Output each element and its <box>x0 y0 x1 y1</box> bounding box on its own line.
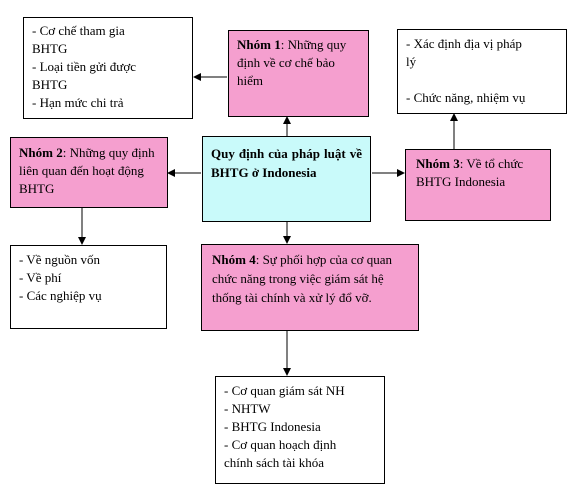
group4-detail-line: - Cơ quan giám sát NH <box>224 383 345 398</box>
group2-detail-line: - Về phí <box>19 270 62 285</box>
group2-text: : Những quy định liên quan đến hoạt động… <box>19 145 155 196</box>
group3-heading: Nhóm 3 <box>416 156 460 171</box>
group1-detail-line: BHTG <box>32 41 68 56</box>
group4-text: : Sự phối hợp của cơ quan chức năng tron… <box>212 252 393 305</box>
group4-detail-line: - Cơ quan hoạch định <box>224 437 337 452</box>
group3-detail-line <box>406 71 558 89</box>
group1-heading: Nhóm 1 <box>237 37 281 52</box>
group3-detail-line: - Chức năng, nhiệm vụ <box>406 90 526 105</box>
group2-heading: Nhóm 2 <box>19 145 63 160</box>
group3-text: : Về tổ chức BHTG Indonesia <box>416 156 524 189</box>
group4-detail-line: - NHTW <box>224 401 271 416</box>
center-box: Quy định của pháp luật về BHTG ở Indones… <box>202 136 371 222</box>
group1-text: : Những quy định về cơ chế bảo hiểm <box>237 37 347 88</box>
group1-box: Nhóm 1: Những quy định về cơ chế bảo hiể… <box>228 30 369 117</box>
group4-detail-line: - BHTG Indonesia <box>224 419 321 434</box>
group2-box: Nhóm 2: Những quy định liên quan đến hoạ… <box>10 137 168 208</box>
group1-details-box: - Cơ chế tham gia BHTG - Loại tiền gửi đ… <box>23 17 193 119</box>
group3-details-box: - Xác định địa vị pháp lý - Chức năng, n… <box>397 29 567 114</box>
group2-detail-line: - Về nguồn vốn <box>19 252 101 267</box>
group3-detail-line: - Xác định địa vị pháp <box>406 36 522 51</box>
group1-detail-line: BHTG <box>32 77 68 92</box>
group1-detail-line: - Cơ chế tham gia <box>32 23 125 38</box>
group1-detail-line: - Loại tiền gửi được <box>32 59 136 74</box>
group4-details-box: - Cơ quan giám sát NH - NHTW - BHTG Indo… <box>215 376 385 484</box>
group1-detail-line: - Hạn mức chi trả <box>32 95 124 110</box>
group3-box: Nhóm 3: Về tổ chức BHTG Indonesia <box>405 149 551 221</box>
center-title: Quy định của pháp luật về BHTG ở Indones… <box>211 146 362 180</box>
group4-detail-line: chính sách tài khóa <box>224 455 324 470</box>
group3-detail-line: lý <box>406 54 417 69</box>
group4-box: Nhóm 4: Sự phối hợp của cơ quan chức năn… <box>201 244 419 331</box>
group2-details-box: - Về nguồn vốn - Về phí - Các nghiệp vụ <box>10 245 167 329</box>
group2-detail-line: - Các nghiệp vụ <box>19 288 102 303</box>
group4-heading: Nhóm 4 <box>212 252 256 267</box>
